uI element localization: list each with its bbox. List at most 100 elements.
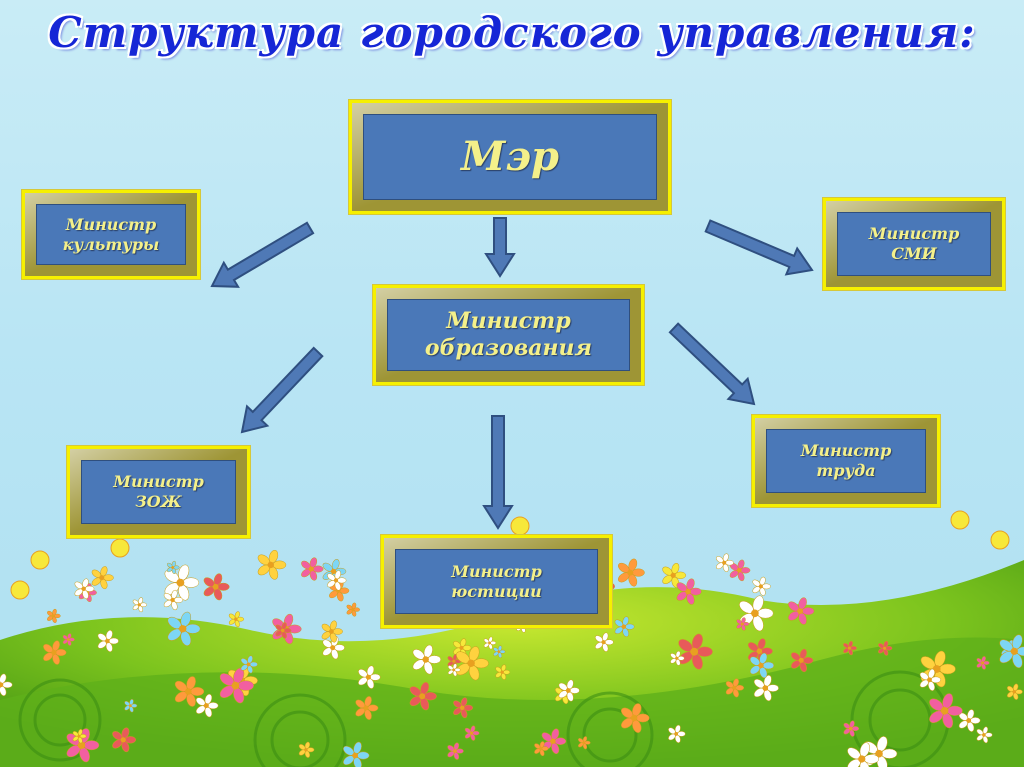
flower-decoration (715, 553, 734, 572)
flower-decoration (409, 682, 437, 711)
flower-decoration (97, 629, 119, 653)
flower-decoration (355, 696, 379, 720)
flower-decoration (843, 720, 860, 737)
flower-decoration (676, 578, 702, 605)
flower-decoration (668, 724, 686, 743)
flower-decoration (749, 652, 775, 679)
flower-decoration (493, 645, 506, 659)
node-minister-media-label: Министр СМИ (868, 224, 960, 263)
node-minister-justice-label: Министр юстиции (451, 561, 542, 601)
flower-decoration (753, 675, 779, 702)
node-minister-justice: Министр юстиции (381, 535, 612, 628)
flower-decoration (788, 597, 815, 625)
node-minister-culture-label: Министр культуры (62, 214, 160, 254)
flower-decoration (483, 636, 497, 650)
flower-decoration (578, 736, 591, 750)
flower-decoration (124, 699, 138, 713)
arrow-education-to-justice (482, 415, 514, 530)
flower-decoration (72, 729, 87, 744)
flower-decoration (301, 557, 324, 581)
flower-decoration (929, 693, 963, 729)
flower-decoration (358, 665, 381, 689)
flower-decoration (43, 640, 67, 665)
arrow-mayor-to-media (704, 219, 814, 276)
arrow-education-to-labor (668, 322, 756, 406)
node-minister-health-label: Министр ЗОЖ (113, 472, 204, 511)
flower-decoration (166, 560, 180, 574)
flower-decoration (275, 622, 292, 639)
flower-decoration (595, 632, 614, 652)
flower-decoration (321, 620, 343, 643)
flower-decoration (132, 597, 147, 613)
flower-decoration (919, 668, 941, 691)
flower-decoration (219, 667, 254, 704)
flower-decoration (0, 673, 13, 697)
flower-decoration (958, 709, 981, 732)
flower-decoration (614, 616, 635, 638)
flower-decoration (167, 611, 201, 646)
flower-decoration (110, 538, 130, 558)
flower-decoration (999, 634, 1024, 669)
flower-decoration (62, 633, 75, 646)
flower-decoration (618, 558, 645, 587)
flower-decoration (346, 602, 360, 617)
flower-decoration (112, 727, 137, 753)
node-minister-labor: Министр труда (752, 415, 940, 507)
node-minister-health: Министр ЗОЖ (67, 446, 250, 538)
node-minister-education: Министр образования (373, 285, 644, 385)
flower-decoration (621, 703, 650, 733)
flower-decoration (163, 589, 184, 611)
flower-decoration (752, 576, 771, 596)
flower-decoration (30, 550, 50, 570)
flower-decoration (447, 663, 461, 677)
flower-decoration (843, 640, 857, 656)
flower-decoration (298, 741, 315, 758)
node-minister-media: Министр СМИ (823, 198, 1005, 290)
flower-decoration (976, 656, 990, 670)
flower-decoration (725, 678, 745, 698)
flower-decoration (453, 697, 474, 719)
flower-decoration (257, 550, 287, 580)
arrow-education-to-health (240, 346, 324, 434)
flower-decoration (1007, 683, 1023, 700)
flower-decoration (847, 742, 880, 767)
flower-decoration (670, 650, 685, 666)
flower-decoration (228, 611, 245, 628)
flower-decoration (662, 563, 687, 588)
flower-decoration (203, 573, 230, 601)
flower-decoration (990, 530, 1010, 550)
flower-decoration (174, 676, 205, 707)
arrow-mayor-to-culture (210, 221, 315, 288)
flower-decoration (534, 741, 549, 757)
node-minister-education-label: Министр образования (424, 307, 593, 362)
flower-decoration (790, 648, 814, 673)
slide-title: Структура городского управления: (48, 8, 976, 57)
flower-decoration (47, 608, 61, 623)
node-mayor: Мэр (349, 100, 671, 214)
flower-decoration (91, 566, 114, 590)
flower-decoration (878, 640, 893, 656)
flower-decoration (10, 580, 30, 600)
node-minister-culture: Министр культуры (22, 190, 200, 279)
flower-decoration (464, 725, 480, 741)
flower-decoration (195, 693, 219, 718)
flower-decoration (74, 578, 95, 600)
node-mayor-label: Мэр (460, 133, 560, 180)
flower-decoration (412, 644, 442, 675)
flower-decoration (736, 617, 750, 631)
flower-decoration (240, 655, 258, 674)
arrow-mayor-to-education (484, 217, 516, 278)
flower-decoration (343, 741, 370, 767)
flower-decoration (950, 510, 970, 530)
node-minister-labor-label: Министр труда (800, 441, 892, 480)
flower-decoration (495, 664, 511, 680)
flower-decoration (322, 635, 345, 660)
flower-decoration (456, 646, 489, 681)
flower-decoration (447, 742, 464, 760)
flower-decoration (976, 726, 993, 744)
flower-decoration (558, 679, 580, 702)
flower-decoration (327, 570, 347, 591)
